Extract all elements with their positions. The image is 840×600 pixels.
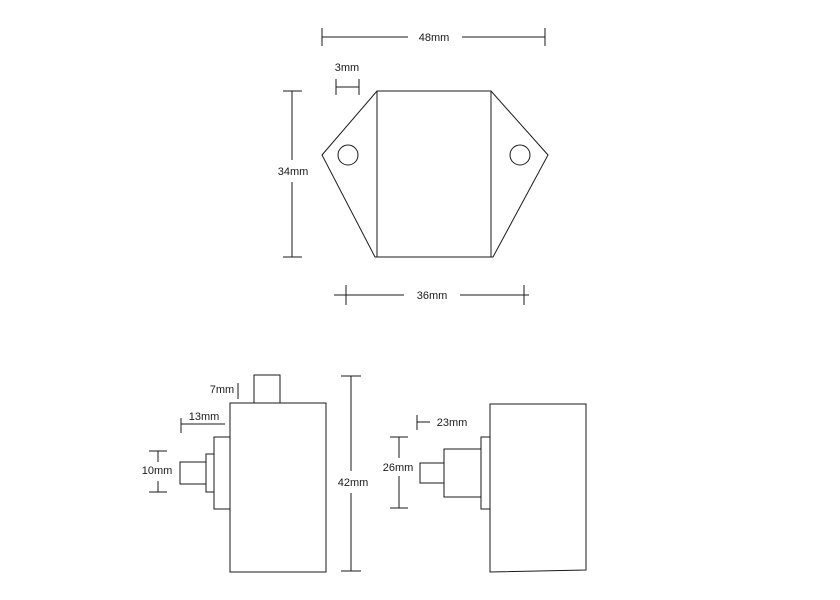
dim-height: 34mm	[278, 166, 309, 178]
top-view: 48mm 3mm 34mm 36mm	[278, 28, 549, 305]
collar-inner	[205, 453, 215, 493]
dim-step-depth: 13mm	[189, 411, 220, 423]
mounting-hole-left	[337, 144, 359, 166]
dim-knob-height: 7mm	[210, 384, 234, 396]
top-view-outline	[321, 90, 549, 258]
collar-outer	[213, 436, 231, 510]
collar-right-outer	[480, 436, 491, 510]
shaft	[179, 461, 207, 485]
dim-top-width: 48mm	[419, 32, 450, 44]
collar-right-inner	[443, 448, 482, 498]
dim-total-height: 42mm	[338, 477, 369, 489]
side-body-right	[489, 403, 587, 573]
side-view-right: 23mm 26mm	[383, 403, 587, 573]
mounting-hole-right	[509, 144, 531, 166]
top-knob	[253, 374, 281, 404]
shaft-right	[419, 462, 445, 484]
side-body	[229, 402, 327, 573]
dim-collar-height: 26mm	[383, 462, 414, 474]
dim-side-step-depth: 23mm	[437, 417, 468, 429]
dim-ear-width: 3mm	[335, 62, 359, 74]
dim-shaft-diameter: 10mm	[142, 465, 173, 477]
dim-bottom-width: 36mm	[417, 290, 448, 302]
side-view-left: 7mm 13mm 10mm 42mm	[142, 374, 369, 573]
